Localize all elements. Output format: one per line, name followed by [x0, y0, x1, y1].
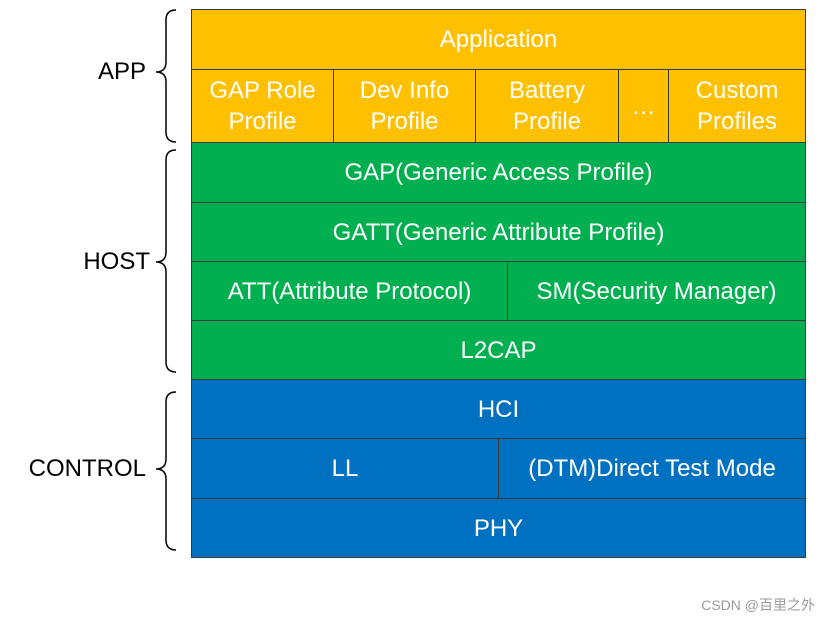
att-block: ATT(Attribute Protocol): [191, 261, 508, 321]
l2cap-block: L2CAP: [191, 320, 806, 380]
dtm-block: (DTM)Direct Test Mode: [498, 438, 806, 499]
sm-block: SM(Security Manager): [507, 261, 806, 321]
app-group-label: APP: [97, 58, 146, 85]
control-bracket: [155, 391, 177, 551]
ll-block: LL: [191, 438, 499, 499]
dev-info-profile-block: Dev Info Profile: [333, 69, 476, 143]
phy-block: PHY: [191, 498, 806, 558]
control-group-label: CONTROL: [28, 455, 146, 482]
gap-role-profile-block: GAP Role Profile: [191, 69, 334, 143]
battery-profile-block: Battery Profile: [475, 69, 619, 143]
hci-block: HCI: [191, 379, 806, 439]
custom-profiles-block: Custom Profiles: [668, 69, 806, 143]
gatt-block: GATT(Generic Attribute Profile): [191, 202, 806, 262]
host-bracket: [155, 149, 177, 373]
gap-block: GAP(Generic Access Profile): [191, 142, 806, 203]
ellipsis-profile-block: …: [618, 69, 669, 143]
host-group-label: HOST: [83, 248, 150, 275]
watermark: CSDN @百里之外: [701, 597, 815, 613]
app-bracket: [155, 9, 177, 143]
application-block: Application: [191, 9, 806, 70]
